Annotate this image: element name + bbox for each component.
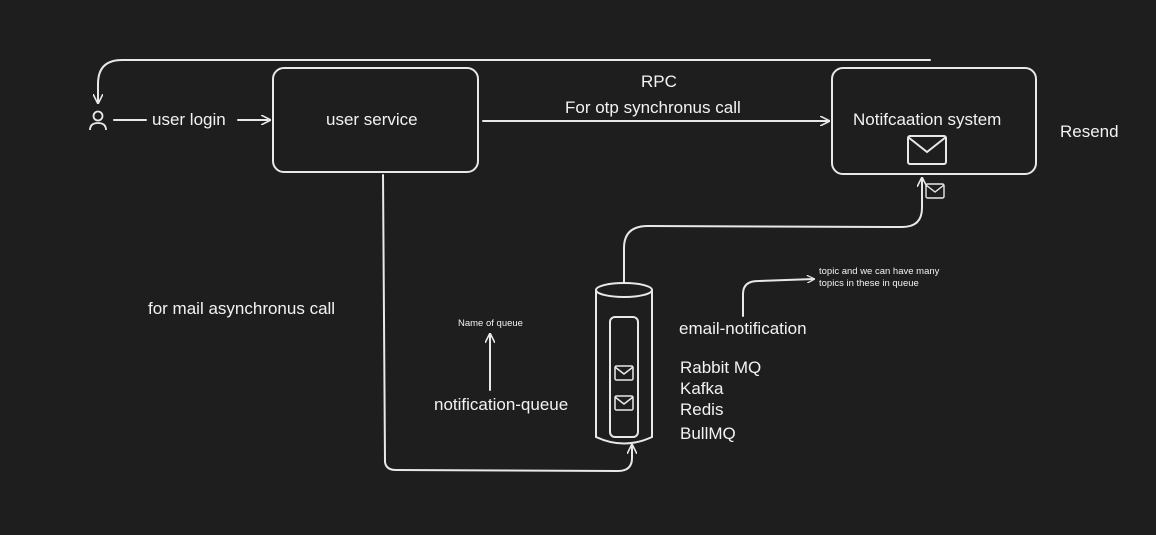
topic-note-line-2: topics in these in queue — [819, 278, 919, 289]
user-login-label: user login — [152, 110, 226, 129]
resend-label: Resend — [1060, 122, 1119, 141]
tech-bullmq: BullMQ — [680, 424, 736, 443]
user-service-box — [272, 67, 479, 173]
incoming-mail-icon — [925, 183, 945, 199]
topic-label: email-notification — [679, 319, 807, 338]
notification-system-label: Notifcaation system — [853, 110, 1002, 129]
mail-icon — [614, 395, 634, 411]
async-arrow — [382, 174, 632, 473]
notification-system-box — [831, 67, 1037, 175]
tech-rabbitmq: Rabbit MQ — [680, 358, 762, 377]
mail-icon — [614, 365, 634, 381]
queue-label: notification-queue — [434, 395, 569, 414]
rpc-subtitle: For otp synchronus call — [565, 98, 741, 117]
rpc-label: RPC — [641, 72, 677, 91]
tech-kafka: Kafka — [680, 379, 724, 398]
consume-arrow — [623, 177, 922, 283]
async-label: for mail asynchronus call — [148, 299, 336, 318]
user-service-label: user service — [326, 110, 418, 129]
queue-name-note: Name of queue — [458, 318, 523, 329]
mail-icon — [907, 135, 947, 165]
user-icon — [89, 110, 107, 131]
topic-note-line-1: topic and we can have many — [819, 266, 940, 277]
queue-cylinder — [595, 282, 653, 445]
resend-arrow — [98, 59, 931, 104]
topic-note-arrow — [742, 279, 815, 317]
tech-redis: Redis — [680, 400, 724, 419]
